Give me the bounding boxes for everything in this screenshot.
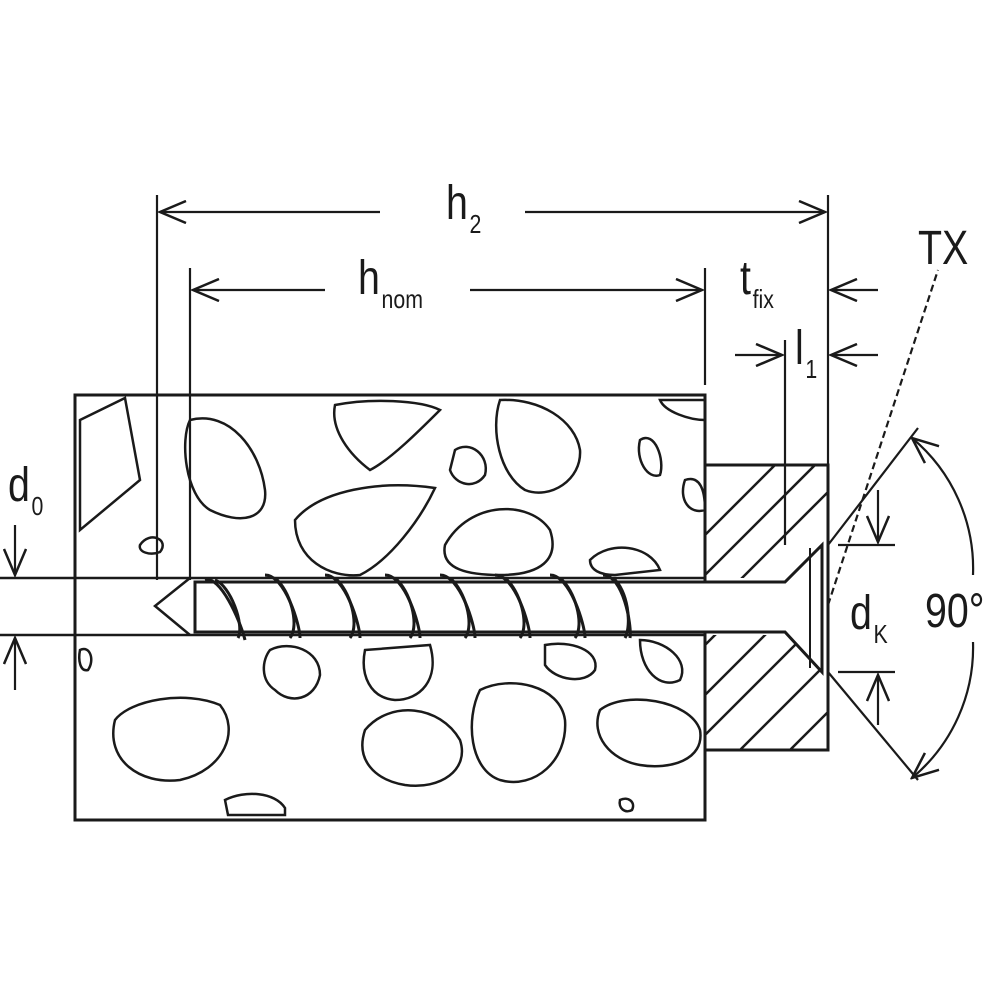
label-hnom-main: h xyxy=(358,252,380,305)
label-tfix-sub: fix xyxy=(752,284,774,314)
label-h2-sub: 2 xyxy=(469,209,482,239)
dimension-lines xyxy=(15,195,975,781)
label-tfix-main: t xyxy=(740,252,751,305)
screw xyxy=(193,541,824,676)
label-hnom: hnom xyxy=(358,252,423,313)
label-h2: h2 xyxy=(446,177,481,238)
label-hnom-sub: nom xyxy=(381,284,424,314)
label-d0: d0 xyxy=(8,459,43,520)
label-d0-main: d xyxy=(8,459,30,512)
label-tx: TX xyxy=(918,222,969,275)
label-h2-main: h xyxy=(446,177,468,230)
label-dk: dK xyxy=(850,587,888,648)
label-l1-main: l xyxy=(795,322,804,375)
label-dk-main: d xyxy=(850,587,872,640)
label-l1-sub: 1 xyxy=(805,354,818,384)
label-d0-sub: 0 xyxy=(31,491,44,521)
label-l1: l1 xyxy=(795,322,817,383)
aggregate-stones xyxy=(78,396,707,817)
label-dk-sub: K xyxy=(873,619,888,649)
label-angle: 90° xyxy=(925,585,985,638)
label-tfix: tfix xyxy=(740,252,774,313)
